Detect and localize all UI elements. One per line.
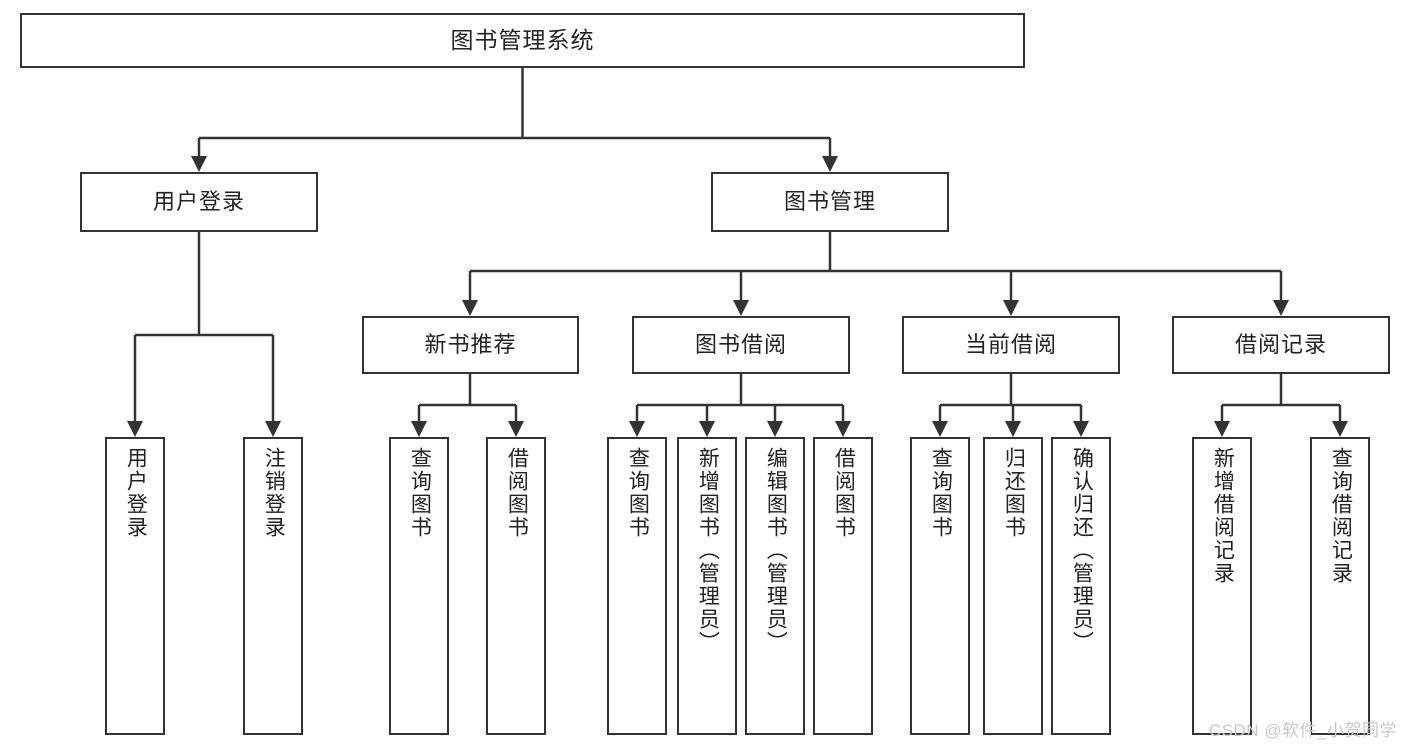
node-label: 图书管理系统 (450, 27, 595, 54)
leaf-user-login[interactable]: 用户登录 (105, 437, 165, 735)
node-label: 查询图书 (626, 447, 650, 539)
node-label: 借阅记录 (1234, 332, 1327, 358)
leaf-edit-book-admin[interactable]: 编辑图书（管理员） (745, 437, 805, 735)
node-label: 新书推荐 (424, 332, 517, 358)
node-book-management-system[interactable]: 图书管理系统 (20, 13, 1025, 68)
node-label: 查询图书 (408, 447, 432, 539)
leaf-borrow-book-recommend[interactable]: 借阅图书 (486, 437, 546, 735)
node-label: 新增图书（管理员） (696, 447, 720, 654)
leaf-query-book-borrow[interactable]: 查询图书 (607, 437, 667, 735)
leaf-query-borrow-record[interactable]: 查询借阅记录 (1310, 437, 1370, 735)
leaf-confirm-return-admin[interactable]: 确认归还（管理员） (1051, 437, 1111, 735)
node-label: 用户登录 (152, 189, 245, 215)
node-label: 查询借阅记录 (1329, 447, 1353, 585)
node-borrow-record[interactable]: 借阅记录 (1172, 316, 1390, 374)
node-label: 当前借阅 (964, 332, 1057, 358)
node-label: 编辑图书（管理员） (764, 447, 788, 654)
node-label: 查询图书 (929, 447, 953, 539)
node-book-borrow[interactable]: 图书借阅 (632, 316, 850, 374)
node-label: 图书借阅 (694, 332, 787, 358)
node-label: 新增借阅记录 (1211, 447, 1235, 585)
node-user-login[interactable]: 用户登录 (80, 172, 318, 232)
node-label: 确认归还（管理员） (1070, 447, 1094, 654)
leaf-query-book-recommend[interactable]: 查询图书 (389, 437, 449, 735)
leaf-borrow-book-borrow[interactable]: 借阅图书 (813, 437, 873, 735)
node-label: 用户登录 (124, 447, 148, 539)
node-label: 借阅图书 (505, 447, 529, 539)
leaf-return-book[interactable]: 归还图书 (983, 437, 1043, 735)
node-label: 注销登录 (262, 447, 286, 539)
leaf-query-book-current[interactable]: 查询图书 (910, 437, 970, 735)
node-book-management[interactable]: 图书管理 (711, 172, 949, 232)
node-label: 借阅图书 (832, 447, 856, 539)
node-new-book-recommend[interactable]: 新书推荐 (362, 316, 579, 374)
node-current-borrow[interactable]: 当前借阅 (902, 316, 1120, 374)
leaf-add-borrow-record[interactable]: 新增借阅记录 (1192, 437, 1252, 735)
watermark: CSDN @软件_小贺同学 (1208, 721, 1397, 740)
leaf-add-book-admin[interactable]: 新增图书（管理员） (677, 437, 737, 735)
leaf-logout-login[interactable]: 注销登录 (243, 437, 303, 735)
node-label: 归还图书 (1002, 447, 1026, 539)
node-label: 图书管理 (783, 189, 876, 215)
